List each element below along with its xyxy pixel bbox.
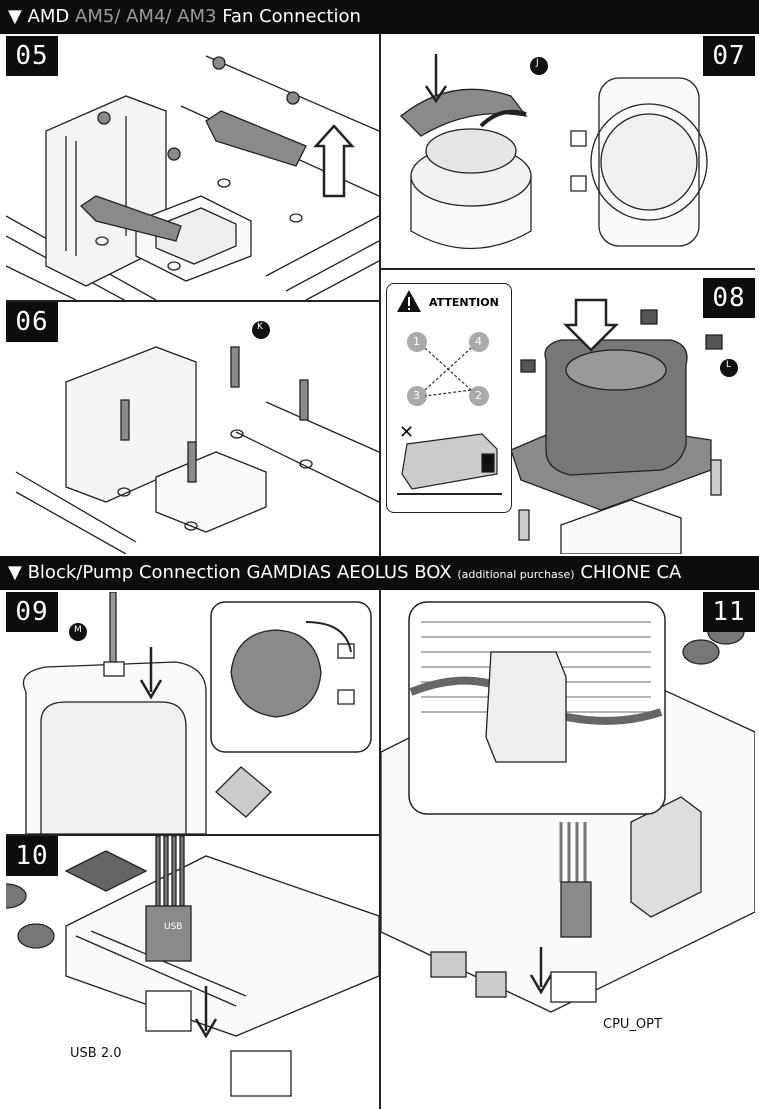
section-header-amd: ▼ AMD AM5/ AM4/ AM3 Fan Connection	[0, 0, 759, 34]
attention-diagram	[397, 290, 502, 495]
header-arrow-icon: ▼	[8, 562, 22, 583]
cpu-opt-label: CPU_OPT	[603, 1017, 662, 1032]
illustration-bracket-mount	[400, 54, 708, 250]
step-number-05: 05	[6, 36, 58, 76]
illustration-pump-cable	[22, 592, 372, 834]
illustration-block-install	[510, 298, 738, 554]
step-number-09: 09	[6, 592, 58, 632]
divider-vertical-top	[379, 34, 381, 556]
step-number-08: 08	[703, 278, 755, 318]
divider-vertical-bottom	[379, 590, 381, 1109]
panel-step-09: 09 M	[6, 592, 379, 834]
callout-j: J	[536, 58, 539, 68]
step-number-07: 07	[703, 36, 755, 76]
step-number-10: 10	[6, 836, 58, 876]
header-text-fan: Fan Connection	[222, 6, 361, 27]
panel-step-06: 06 K	[6, 302, 379, 554]
order-4: 4	[475, 335, 482, 348]
section-header-block-pump: ▼ Block/Pump Connection GAMDIAS AEOLUS B…	[0, 556, 759, 590]
cross-icon: ✕	[399, 422, 415, 443]
illustration-radiator-cpu-opt	[381, 601, 755, 1013]
callout-k: K	[257, 322, 263, 332]
callout-m: M	[74, 625, 82, 635]
illustration-standoff-install	[15, 321, 379, 554]
divider-09-10	[6, 834, 379, 836]
illustration-usb-connect	[6, 836, 379, 1097]
callout-l: L	[726, 360, 732, 370]
panel-step-10: 10 USB USB 2.0	[6, 836, 379, 1109]
step-number-11: 11	[703, 592, 755, 632]
divider-05-06	[6, 300, 379, 302]
usb-connector-label: USB	[164, 922, 183, 932]
panel-step-05: 05	[6, 36, 379, 300]
panel-step-07: 07 J	[381, 36, 755, 268]
header-text-additional: (additional purchase)	[457, 568, 575, 581]
attention-title: ATTENTION	[429, 296, 499, 309]
attention-box: ATTENTION 1 4 3 2 ✕	[386, 283, 512, 513]
order-1: 1	[413, 335, 420, 348]
illustration-bracket-removal	[6, 55, 379, 300]
header-text-sockets: AM5/ AM4/ AM3	[75, 6, 217, 27]
order-3: 3	[413, 389, 420, 402]
header-arrow-icon: ▼	[8, 6, 22, 27]
panel-step-11: 11 CPU_OPT	[381, 592, 755, 1109]
usb-2-label: USB 2.0	[70, 1046, 122, 1061]
divider-07-08	[381, 268, 755, 270]
header-text-chione: CHIONE CA	[580, 562, 682, 583]
order-2: 2	[475, 389, 482, 402]
step-number-06: 06	[6, 302, 58, 342]
header-text-block-pump: Block/Pump Connection GAMDIAS AEOLUS BOX	[27, 562, 452, 583]
header-text-amd: AMD	[27, 6, 70, 27]
